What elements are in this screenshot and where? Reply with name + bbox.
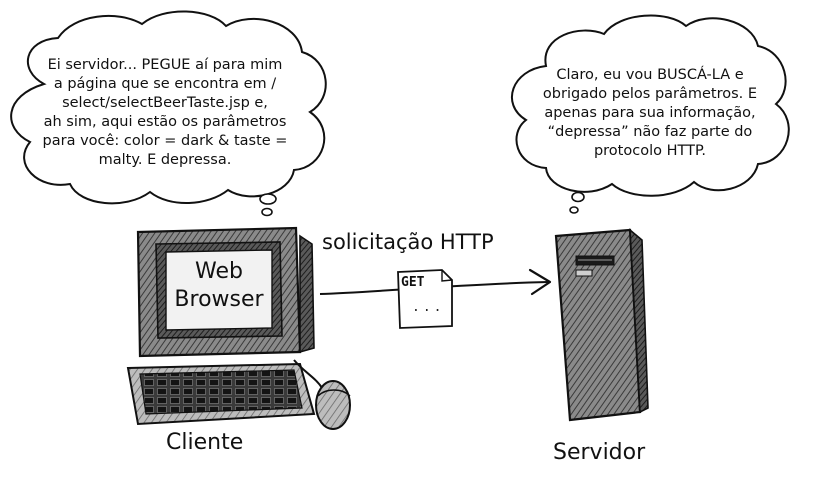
client-bubble-line: a página que se encontra em / [53,76,277,92]
get-request-note [397,269,453,329]
client-bubble-line: Ei servidor... PEGUE aí para mim [47,57,283,73]
client-thought-dot-small [261,207,273,217]
client-thought-dot-large [259,193,277,205]
browser-screen-line-2: Browser [174,287,264,312]
server-thought-dot-small [569,206,579,214]
server-drive-bay [575,269,593,277]
server-label: Servidor [553,440,646,465]
get-note-dots: ... [412,300,445,315]
server-bubble-line: apenas para sua informação, [544,105,756,121]
client-bubble-line: para você: color = dark & taste = [42,133,288,149]
client-bubble-line: ah sim, aqui estão os parâmetros [43,114,287,130]
server-bubble-line: obrigado pelos parâmetros. E [542,86,758,102]
server-bubble-line: protocolo HTTP. [593,143,707,159]
client-keyboard [126,362,316,426]
request-arrowhead [528,268,552,296]
client-bubble-line: malty. E depressa. [98,152,232,168]
browser-screen-line-1: Web [195,259,243,284]
server-bubble-line: Claro, eu vou BUSCÁ-LA e [556,67,744,83]
client-thought-bubble [10,10,327,205]
http-request-label: solicitação HTTP [322,230,494,254]
client-monitor [136,226,315,358]
client-mouse [293,359,351,430]
server-bubble-line: “depressa” não faz parte do [547,124,753,140]
browser-screen-text: Web Browser [166,258,272,314]
server-thought-bubble [510,14,790,197]
client-bubble-line: select/selectBeerTaste.jsp e, [62,95,268,111]
server-bubble-text: Claro, eu vou BUSCÁ-LA e obrigado pelos … [530,66,770,161]
client-label: Cliente [166,430,244,455]
server-tower [554,228,649,422]
server-thought-dot-large [571,191,585,203]
get-method-label: GET [401,275,425,290]
client-bubble-text: Ei servidor... PEGUE aí para mim a págin… [34,56,296,170]
